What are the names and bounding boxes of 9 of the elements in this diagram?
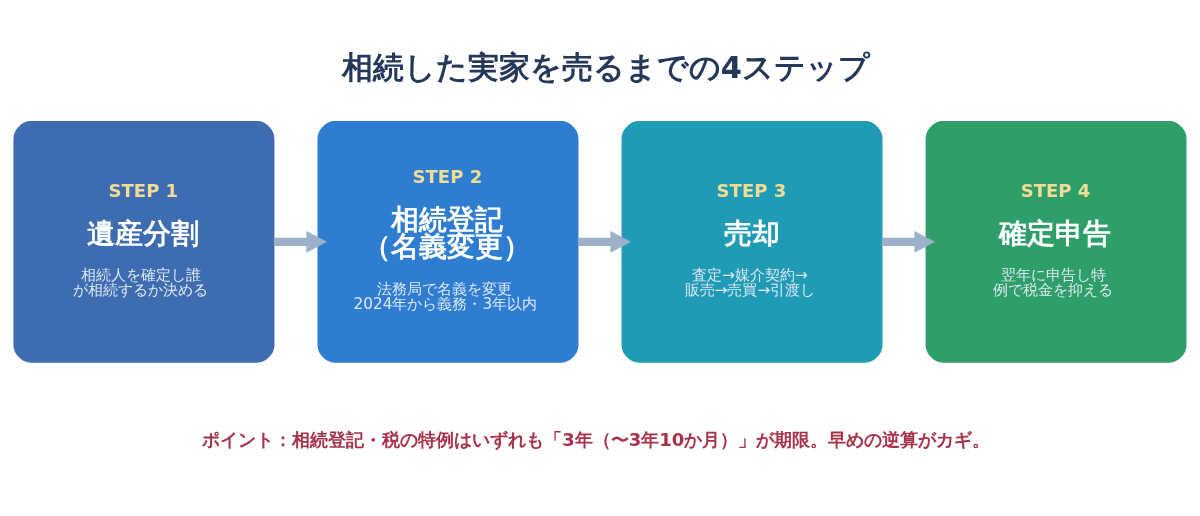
diagram-title: 相続した実家を売るまでの4ステップ: [341, 49, 871, 85]
arrow: [578, 230, 632, 253]
node-box: STEP 3 売却 査定→媒介契約→販売→売買→引渡し: [621, 120, 883, 363]
arrow: [273, 230, 328, 253]
label: ポイント：相続登記・税の特例はいずれも「3年（〜3年10か月）」が期限。早めの逆算がカギ。: [202, 428, 991, 450]
arrow: [882, 230, 936, 253]
node-box: STEP 2 相続登記（名義変更） 法務局で名義を変更2024年から義務・3年以内: [317, 120, 579, 363]
node-box: STEP 1 遺産分割 相続人を確定し誰が相続するか決める: [13, 120, 275, 363]
node-box: STEP 4 確定申告 翌年に申告し特例で税金を抑える: [925, 120, 1187, 363]
